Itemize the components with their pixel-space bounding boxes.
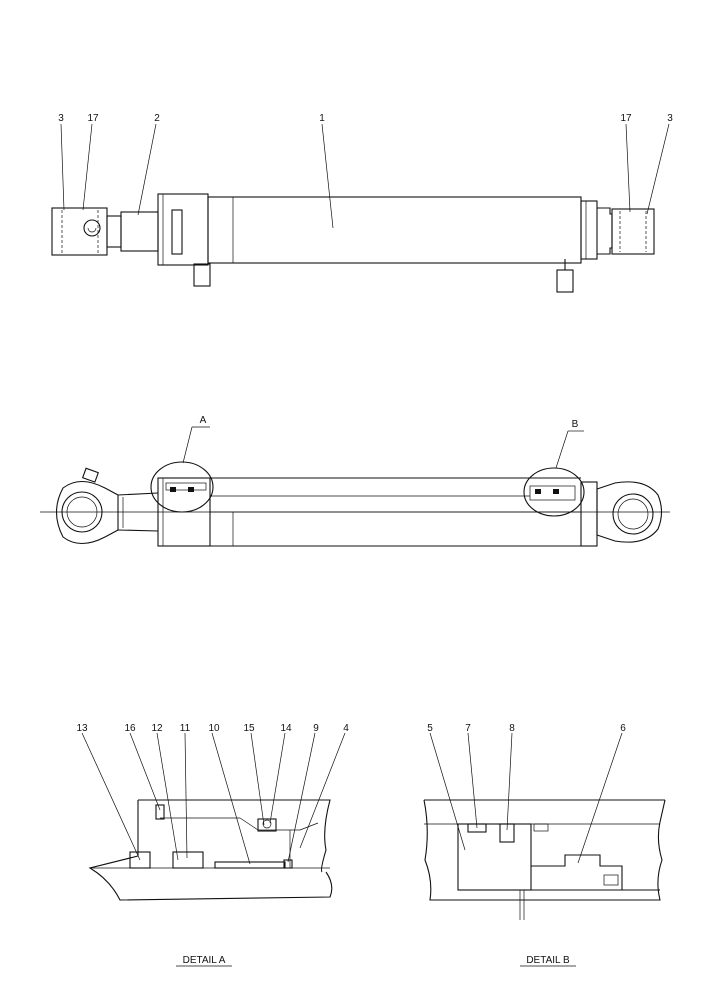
piston-rod [120,211,159,252]
callout-14: 14 [280,723,292,734]
right-eye [596,481,663,543]
detail-b: 5 7 8 6 DETAIL B [423,723,666,967]
callout-17-left: 17 [87,113,99,124]
callout-5: 5 [427,723,433,734]
callout-1: 1 [319,113,325,124]
rear-port [556,269,574,293]
head-gland [157,193,209,266]
caption-detail-a: DETAIL A [183,955,226,966]
cylinder-barrel [207,196,582,264]
callout-2: 2 [154,113,160,124]
callout-a: A [200,415,207,426]
cylinder-section-view: A B [40,415,670,547]
callout-16: 16 [124,723,136,734]
callout-17-right: 17 [620,113,632,124]
cylinder-exterior-view: 3 17 2 1 17 3 [51,113,673,293]
callout-7: 7 [465,723,471,734]
callout-3-right: 3 [667,113,673,124]
detail-a: 13 16 12 11 10 15 14 9 4 DETAIL A [76,723,349,967]
detail-b-circle [523,467,585,517]
rear-cap [580,200,598,260]
callout-4: 4 [343,723,349,734]
callout-6: 6 [620,723,626,734]
callout-12: 12 [151,723,163,734]
right-clevis [611,208,655,255]
head-port [193,263,211,287]
callout-8: 8 [509,723,515,734]
rod-neck [106,215,122,248]
callout-13: 13 [76,723,88,734]
callout-10: 10 [208,723,220,734]
caption-detail-b: DETAIL B [526,955,570,966]
left-eye [55,467,119,545]
callout-3-left: 3 [58,113,64,124]
callout-9: 9 [313,723,319,734]
callout-b: B [572,419,579,430]
callout-15: 15 [243,723,255,734]
left-clevis [51,207,108,256]
callout-11: 11 [180,723,191,734]
detail-a-circle [150,461,214,513]
